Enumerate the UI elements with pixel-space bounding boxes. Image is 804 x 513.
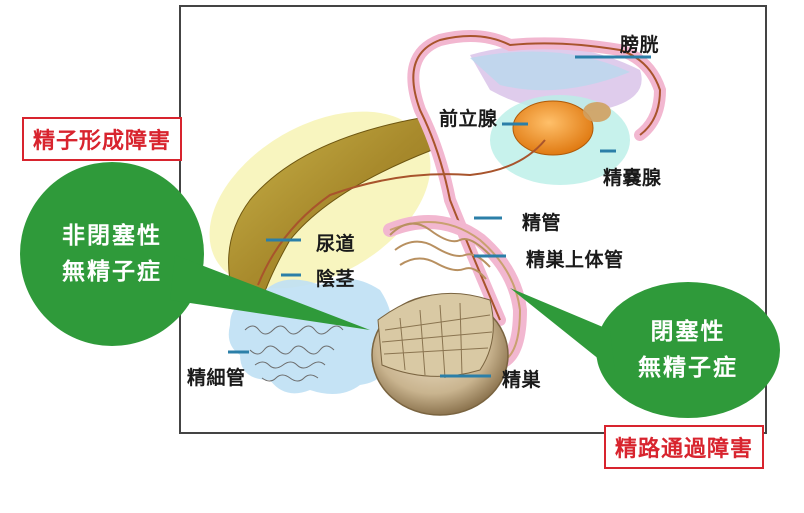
prostate-shape bbox=[513, 101, 593, 155]
bubble-non-obstructive-line1: 非閉塞性 bbox=[20, 218, 204, 254]
bubble-obstructive-text: 閉塞性 無精子症 bbox=[596, 314, 780, 386]
bubble-obstructive-line2: 無精子症 bbox=[596, 350, 780, 386]
label-bladder: 膀胱 bbox=[620, 30, 659, 57]
label-prostate: 前立腺 bbox=[439, 104, 498, 131]
seminal-vesicle-shape bbox=[583, 102, 611, 122]
bubble-non-obstructive-text: 非閉塞性 無精子症 bbox=[20, 218, 204, 290]
label-vas-deferens: 精管 bbox=[522, 208, 561, 235]
category-spermatogenesis-disorder: 精子形成障害 bbox=[22, 117, 182, 161]
label-epididymis: 精巣上体管 bbox=[526, 245, 624, 272]
label-urethra: 尿道 bbox=[316, 229, 355, 256]
testis-section bbox=[378, 293, 493, 376]
label-seminiferous-tubule: 精細管 bbox=[187, 363, 246, 390]
category-transport-disorder: 精路通過障害 bbox=[604, 425, 764, 469]
bubble-non-obstructive-line2: 無精子症 bbox=[20, 254, 204, 290]
label-seminal-vesicle: 精嚢腺 bbox=[603, 163, 662, 190]
bubble-obstructive-line1: 閉塞性 bbox=[596, 314, 780, 350]
label-testis: 精巣 bbox=[502, 365, 541, 392]
label-penis: 陰茎 bbox=[316, 264, 355, 291]
